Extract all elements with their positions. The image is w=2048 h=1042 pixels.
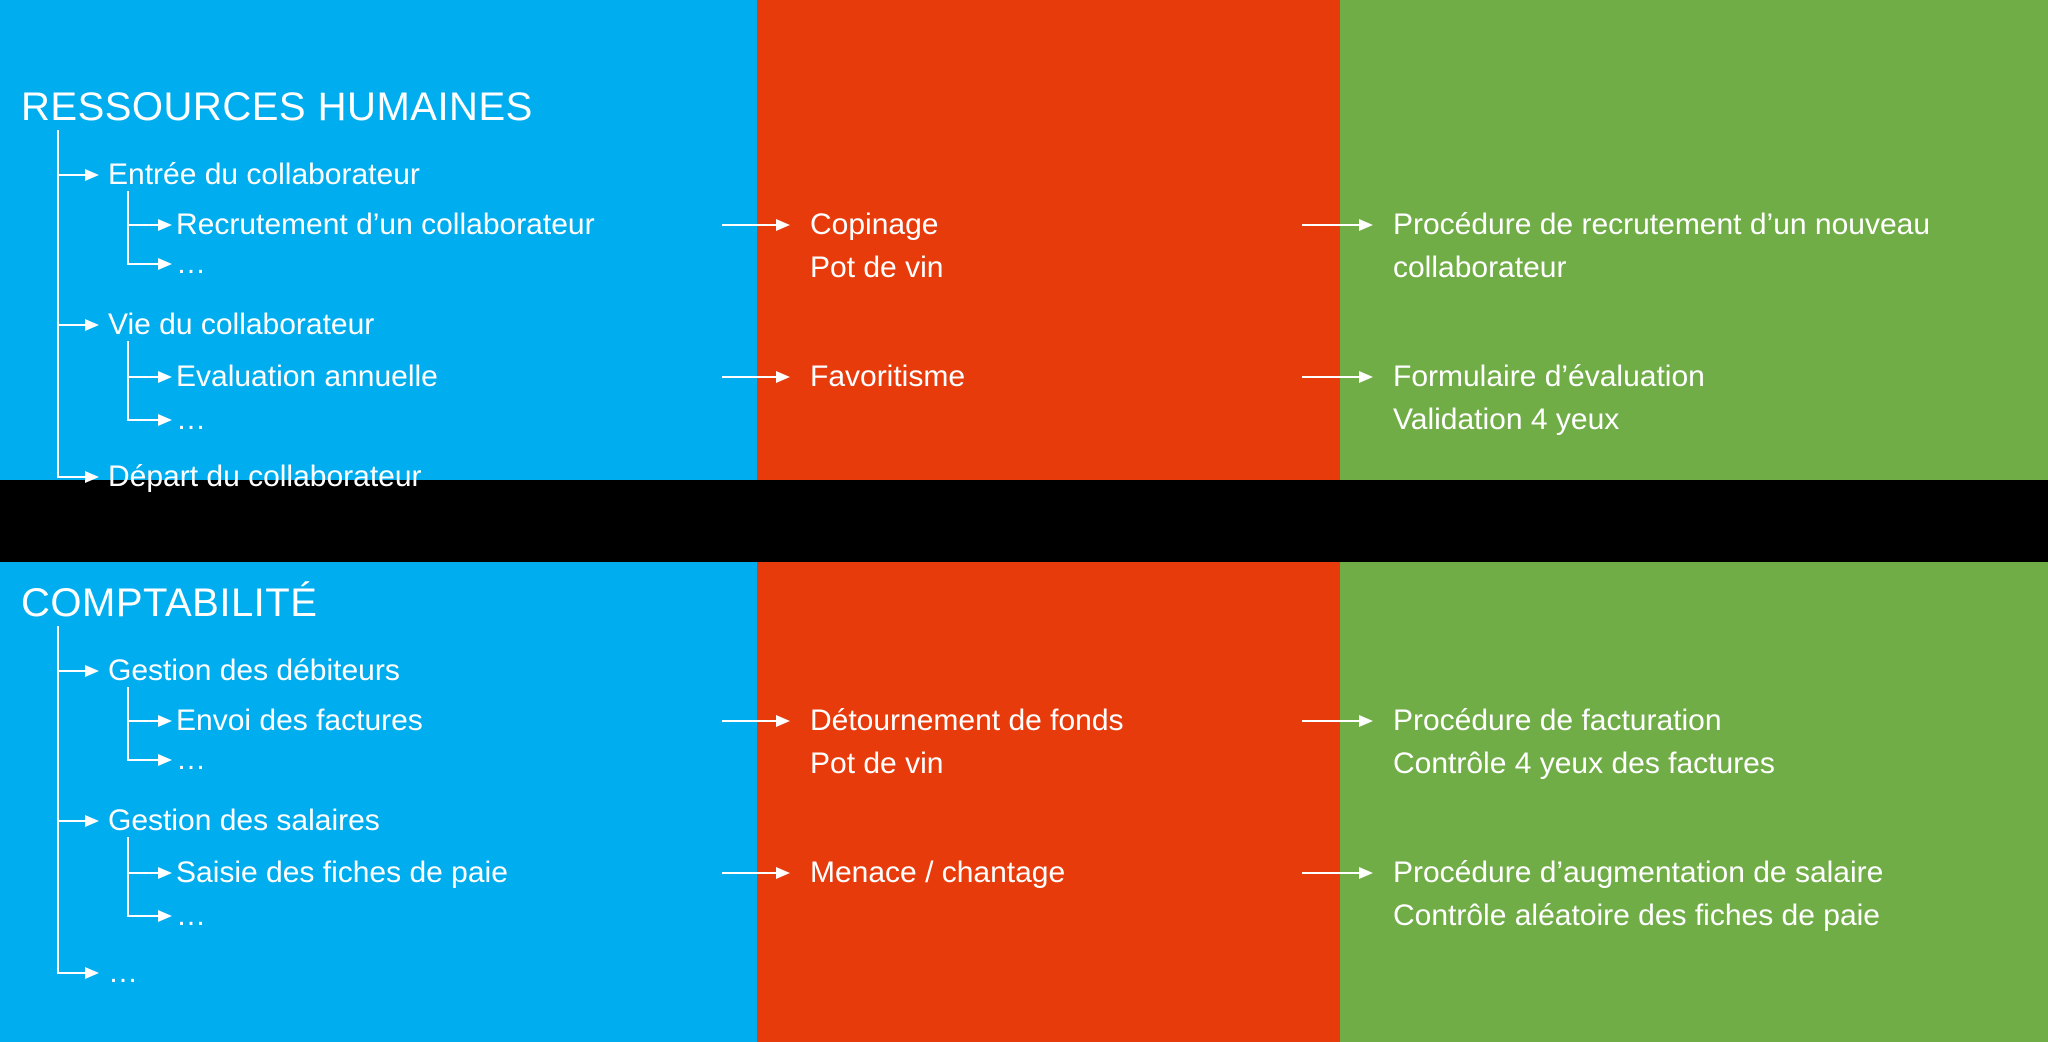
control-label: Procédure de facturation — [1393, 704, 1722, 737]
risk-to-control-arrow-line — [1302, 872, 1359, 874]
risk-label: Favoritisme — [810, 360, 966, 393]
tree-item-level1: Vie du collaborateur — [108, 308, 375, 341]
tree-arrow-icon — [158, 867, 172, 879]
tree-branch-line — [57, 476, 85, 478]
tree-item-ellipsis: … — [108, 956, 138, 989]
risk-to-control-arrow-line — [1302, 720, 1359, 722]
tree-item-level2: Saisie des fiches de paie — [176, 856, 508, 889]
tree-branch-line — [127, 263, 158, 265]
tree-branch-line — [127, 720, 158, 722]
tree-arrow-icon — [85, 471, 99, 483]
band2-risk-column — [757, 562, 1340, 1042]
band2-control-column — [1340, 562, 2048, 1042]
control-label: Contrôle 4 yeux des factures — [1393, 747, 1775, 780]
process-to-risk-arrow-icon — [776, 867, 790, 879]
tree-item-ellipsis: … — [176, 743, 206, 776]
process-to-risk-arrow-line — [722, 224, 776, 226]
process-to-risk-arrow-line — [722, 872, 776, 874]
tree-branch-line — [127, 915, 158, 917]
tree-branch-line — [127, 224, 158, 226]
band1-control-column — [1340, 0, 2048, 480]
tree-trunk-line — [57, 130, 59, 478]
tree-arrow-icon — [158, 414, 172, 426]
tree-trunk-line — [127, 687, 129, 761]
tree-arrow-icon — [158, 910, 172, 922]
risk-to-control-arrow-line — [1302, 376, 1359, 378]
tree-arrow-icon — [158, 715, 172, 727]
risk-to-control-arrow-icon — [1359, 715, 1373, 727]
tree-item-ellipsis: … — [176, 403, 206, 436]
tree-arrow-icon — [85, 319, 99, 331]
tree-item-ellipsis: … — [176, 247, 206, 280]
tree-branch-line — [57, 670, 85, 672]
control-label: Procédure de recrutement d’un nouveau — [1393, 208, 1931, 241]
risk-to-control-arrow-line — [1302, 224, 1359, 226]
tree-branch-line — [57, 174, 85, 176]
control-label: Procédure d’augmentation de salaire — [1393, 856, 1884, 889]
control-label: collaborateur — [1393, 251, 1567, 284]
tree-arrow-icon — [85, 967, 99, 979]
risk-to-control-arrow-icon — [1359, 371, 1373, 383]
tree-branch-line — [127, 872, 158, 874]
risk-to-control-arrow-icon — [1359, 219, 1373, 231]
process-to-risk-arrow-line — [722, 720, 776, 722]
risk-label: Copinage — [810, 208, 939, 241]
tree-branch-line — [57, 324, 85, 326]
control-label: Contrôle aléatoire des fiches de paie — [1393, 899, 1880, 932]
tree-branch-line — [57, 820, 85, 822]
tree-item-level1: Gestion des salaires — [108, 804, 380, 837]
control-label: Formulaire d’évaluation — [1393, 360, 1705, 393]
band2-title: COMPTABILITÉ — [21, 581, 318, 625]
risk-to-control-arrow-icon — [1359, 867, 1373, 879]
tree-arrow-icon — [85, 169, 99, 181]
tree-arrow-icon — [158, 754, 172, 766]
tree-trunk-line — [57, 626, 59, 974]
tree-arrow-icon — [85, 665, 99, 677]
tree-branch-line — [57, 972, 85, 974]
tree-branch-line — [127, 759, 158, 761]
tree-item-level2: Recrutement d’un collaborateur — [176, 208, 595, 241]
tree-item-level1: Entrée du collaborateur — [108, 158, 420, 191]
risk-label: Pot de vin — [810, 251, 944, 284]
tree-item-level1: Départ du collaborateur — [108, 460, 422, 493]
tree-branch-line — [127, 376, 158, 378]
tree-arrow-icon — [158, 371, 172, 383]
band1-risk-column — [757, 0, 1340, 480]
risk-label: Détournement de fonds — [810, 704, 1124, 737]
band2-process-column — [0, 562, 757, 1042]
process-to-risk-arrow-icon — [776, 715, 790, 727]
tree-branch-line — [127, 419, 158, 421]
tree-item-level2: Envoi des factures — [176, 704, 423, 737]
tree-arrow-icon — [158, 258, 172, 270]
tree-trunk-line — [127, 191, 129, 265]
tree-arrow-icon — [85, 815, 99, 827]
process-to-risk-arrow-line — [722, 376, 776, 378]
tree-trunk-line — [127, 837, 129, 917]
tree-item-ellipsis: … — [176, 899, 206, 932]
tree-trunk-line — [127, 341, 129, 421]
band1-process-column — [0, 0, 757, 480]
risk-label: Menace / chantage — [810, 856, 1066, 889]
band1-title: RESSOURCES HUMAINES — [21, 85, 533, 129]
tree-arrow-icon — [158, 219, 172, 231]
control-label: Validation 4 yeux — [1393, 403, 1620, 436]
tree-item-level2: Evaluation annuelle — [176, 360, 438, 393]
risk-label: Pot de vin — [810, 747, 944, 780]
process-to-risk-arrow-icon — [776, 219, 790, 231]
tree-item-level1: Gestion des débiteurs — [108, 654, 400, 687]
process-to-risk-arrow-icon — [776, 371, 790, 383]
